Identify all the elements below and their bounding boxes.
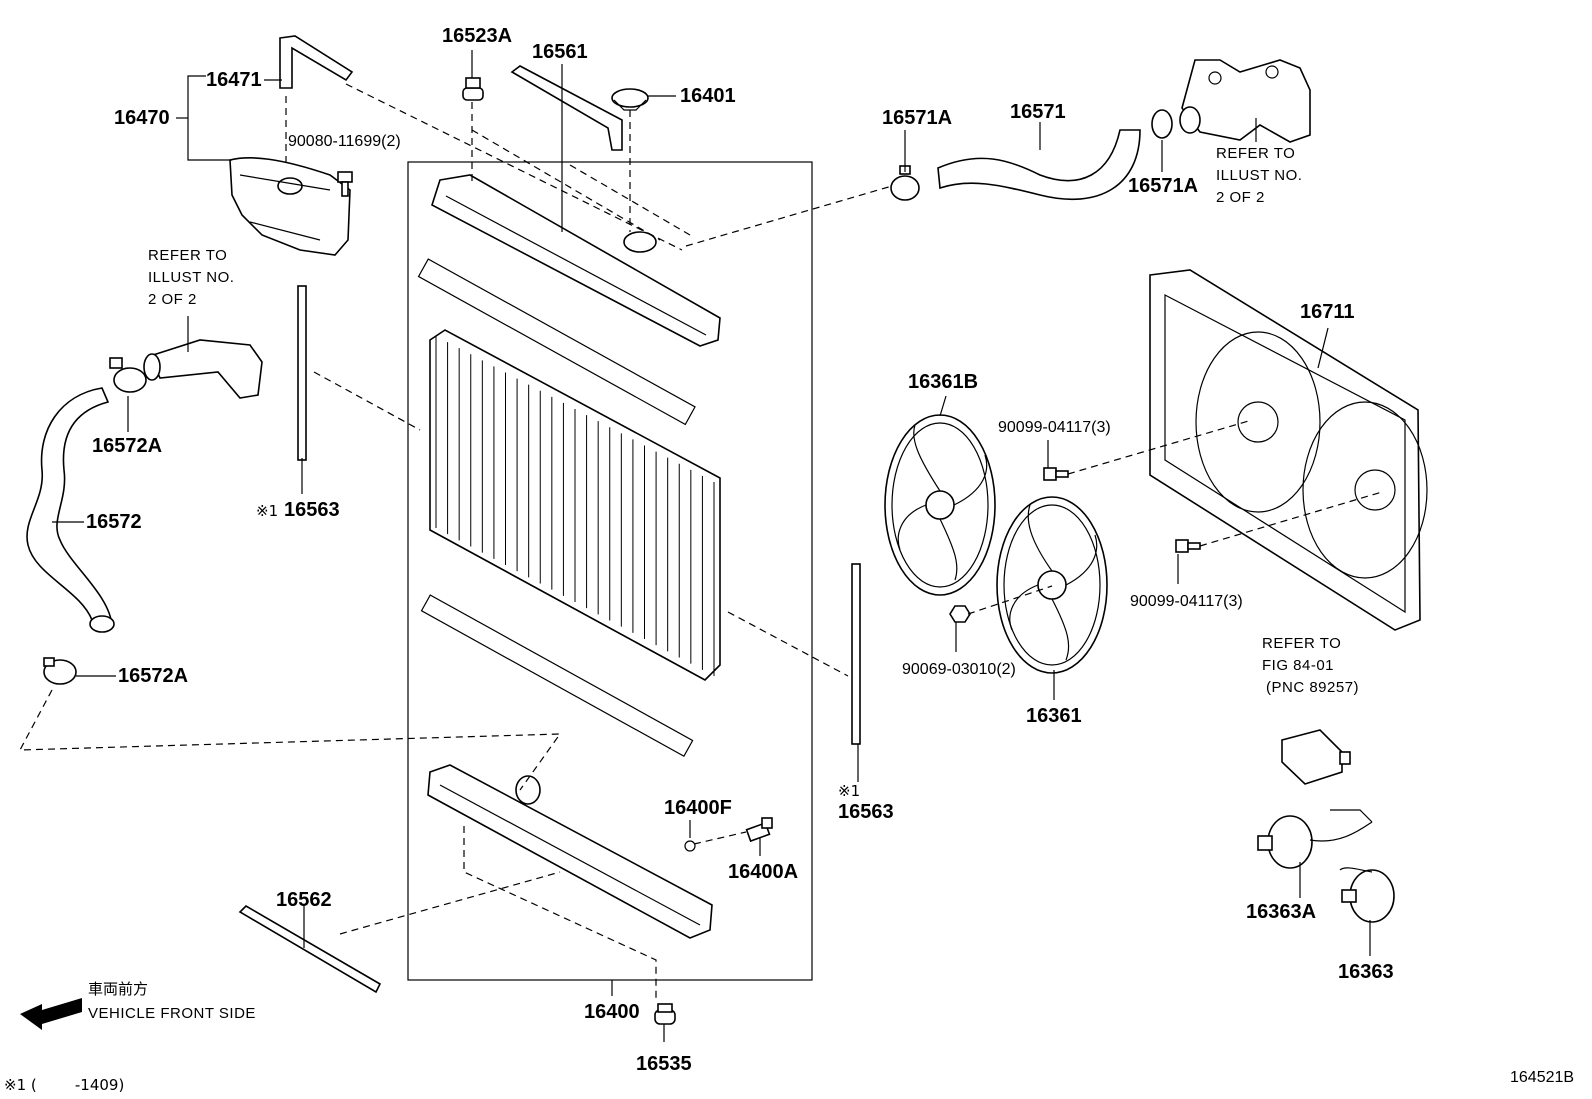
label-90080: 90080-11699(2) <box>288 133 401 150</box>
radiator-upper-tank[interactable] <box>431 174 721 347</box>
lower-gasket <box>420 594 694 758</box>
o-ring-16400F <box>684 840 696 852</box>
upper-radiator-hose[interactable] <box>937 129 1141 200</box>
radiator-core[interactable] <box>429 329 721 681</box>
fan-shroud[interactable] <box>1149 269 1428 631</box>
vehicle-front-en: VEHICLE FRONT SIDE <box>88 1005 256 1022</box>
diagram-id: 164521B <box>1510 1069 1574 1086</box>
reservoir-hose[interactable] <box>279 35 354 89</box>
vehicle-front-arrow-icon <box>20 998 82 1030</box>
vehicle-front-jp: 車両前方 <box>88 980 148 998</box>
bolt-90080[interactable] <box>337 171 353 197</box>
upper-gasket <box>417 258 696 426</box>
label-16361B: 16361B <box>908 371 978 393</box>
label-16535: 16535 <box>636 1053 692 1075</box>
radiator-lower-tank[interactable] <box>427 764 713 939</box>
cushion-16523A[interactable] <box>462 77 484 101</box>
lower-radiator-hose[interactable] <box>26 387 115 633</box>
svg-text:FIG 84-01: FIG 84-01 <box>1262 657 1334 674</box>
svg-text:REFER TO: REFER TO <box>1262 635 1341 652</box>
svg-text:REFER TO: REFER TO <box>1216 145 1295 162</box>
label-16571A-left: 16571A <box>882 107 952 129</box>
radiator-cap[interactable] <box>611 88 649 111</box>
seal-16561[interactable] <box>510 65 623 151</box>
refer-note-fig[interactable]: REFER TO FIG 84-01 (PNC 89257) <box>1262 635 1359 696</box>
label-16572A-top: 16572A <box>92 435 162 457</box>
label-90069: 90069-03010(2) <box>902 661 1016 678</box>
label-16711: 16711 <box>1300 301 1355 323</box>
refer-note-top-right[interactable]: REFER TO ILLUST NO. 2 OF 2 <box>1216 145 1302 206</box>
svg-text:REFER TO: REFER TO <box>148 247 227 264</box>
drain-cock[interactable] <box>745 817 773 843</box>
note-mark-left: ※1 <box>256 502 278 520</box>
footnote: ※1 ( -1409) <box>4 1076 124 1094</box>
label-16363A: 16363A <box>1246 901 1316 923</box>
label-90099-top: 90099-04117(3) <box>998 419 1111 436</box>
fan-16361[interactable] <box>996 496 1108 674</box>
svg-text:ILLUST NO.: ILLUST NO. <box>1216 167 1302 184</box>
clamp-16572A-top[interactable] <box>109 357 147 393</box>
label-16523A: 16523A <box>442 25 512 47</box>
label-16401: 16401 <box>680 85 736 107</box>
leader-lines <box>52 50 1371 1042</box>
radiator-frame-box <box>407 161 813 981</box>
seal-16563-right[interactable] <box>851 563 861 745</box>
guide-lines <box>18 83 1383 1000</box>
seal-16562[interactable] <box>238 904 382 994</box>
reservoir-tank[interactable] <box>229 157 351 256</box>
label-16561: 16561 <box>532 41 588 63</box>
label-16571A-right: 16571A <box>1128 175 1198 197</box>
svg-text:2 OF 2: 2 OF 2 <box>1216 189 1265 206</box>
label-16572: 16572 <box>86 511 142 533</box>
label-90099-bottom: 90099-04117(3) <box>1130 593 1243 610</box>
label-16471: 16471 <box>206 69 262 91</box>
note-mark-right: ※1 <box>838 782 860 800</box>
fan-motor-16363A[interactable] <box>1257 809 1373 869</box>
label-16400A: 16400A <box>728 861 798 883</box>
fan-16361B[interactable] <box>884 414 996 596</box>
label-16571: 16571 <box>1010 101 1066 123</box>
label-16563-right: 16563 <box>838 801 894 823</box>
clamp-16572A-bottom[interactable] <box>43 657 77 685</box>
bolt-90099-top[interactable] <box>1043 467 1069 481</box>
water-inlet-housing <box>1179 59 1311 143</box>
label-16563-left: 16563 <box>284 499 340 521</box>
fan-controller[interactable] <box>1281 729 1351 785</box>
label-16572A-bottom: 16572A <box>118 665 188 687</box>
label-16470: 16470 <box>114 107 170 129</box>
cushion-16535[interactable] <box>654 1003 676 1025</box>
nut-90069[interactable] <box>949 605 971 623</box>
label-16361: 16361 <box>1026 705 1082 727</box>
clamp-16571A-right[interactable] <box>1151 109 1173 139</box>
bolt-90099-bottom[interactable] <box>1175 539 1201 553</box>
refer-note-left[interactable]: REFER TO ILLUST NO. 2 OF 2 <box>148 247 234 308</box>
label-16400: 16400 <box>584 1001 640 1023</box>
label-16363: 16363 <box>1338 961 1394 983</box>
label-16562: 16562 <box>276 889 332 911</box>
svg-text:2 OF 2: 2 OF 2 <box>148 291 197 308</box>
fan-motor-16363[interactable] <box>1339 867 1395 923</box>
label-16400F: 16400F <box>664 797 732 819</box>
water-outlet-pipe-left <box>143 339 263 399</box>
svg-text:ILLUST NO.: ILLUST NO. <box>148 269 234 286</box>
svg-text:(PNC 89257): (PNC 89257) <box>1266 679 1359 696</box>
seal-16563-left[interactable] <box>297 285 307 461</box>
